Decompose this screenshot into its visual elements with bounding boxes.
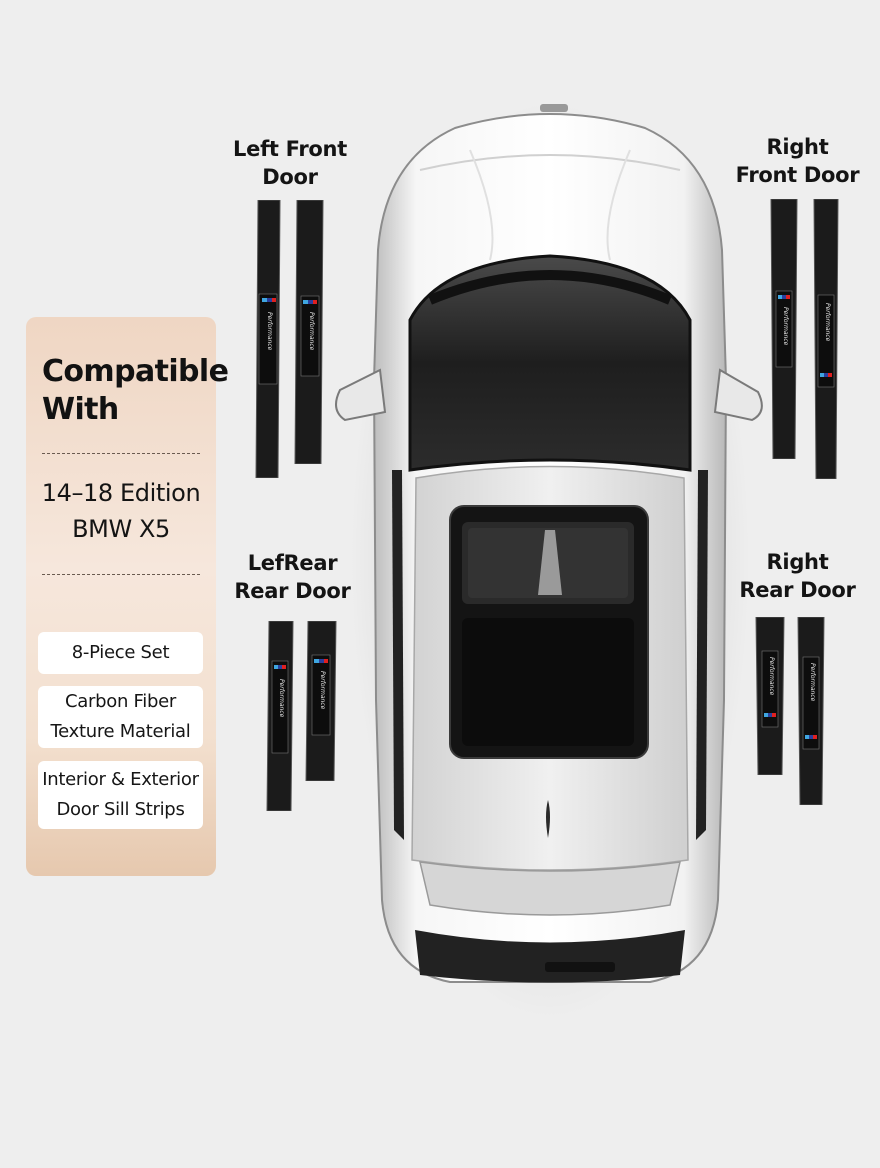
panel-title: Compatible With [42,354,229,427]
sill-strip-right-rear-inner: Performance [755,617,785,775]
compatibility-panel: Compatible With 14–18 Edition BMW X5 8-P… [26,317,229,876]
strip-text: Performance [266,312,273,351]
feature-pill-material: Carbon Fiber Texture Material [38,686,203,748]
label-right-front-door: Right Front Door [735,135,860,187]
edition-text: 14–18 Edition BMW X5 [41,479,201,543]
sill-strip-left-rear-outer: Performance [266,621,294,811]
divider-bottom [42,574,200,575]
label-left-rear-door: LefRear Rear Door [234,551,351,603]
strip-text: Performance [824,303,831,342]
label-left-front-door: Left Front Door [233,137,347,189]
sill-strip-left-rear-inner: Performance [305,621,337,781]
divider-top [42,453,200,454]
strip-text: Performance [278,679,285,718]
feature-pill-piece-set: 8-Piece Set [38,632,203,674]
sill-strip-right-rear-outer: Performance [797,617,825,805]
strip-text: Performance [768,657,775,696]
sill-strip-right-front-outer: Performance [813,199,839,479]
strip-text: Performance [782,307,789,346]
strip-text: Performance [308,312,315,351]
feature-pill-sill-strips: Interior & Exterior Door Sill Strips [38,761,203,829]
sill-strip-right-front-inner: Performance [770,199,798,459]
sill-strip-left-front-outer: Performance [255,200,281,478]
label-right-rear-door: Right Rear Door [739,550,856,602]
strip-text: Performance [319,671,326,710]
sill-strip-left-front-inner: Performance [294,200,324,464]
strip-text: Performance [809,663,816,702]
